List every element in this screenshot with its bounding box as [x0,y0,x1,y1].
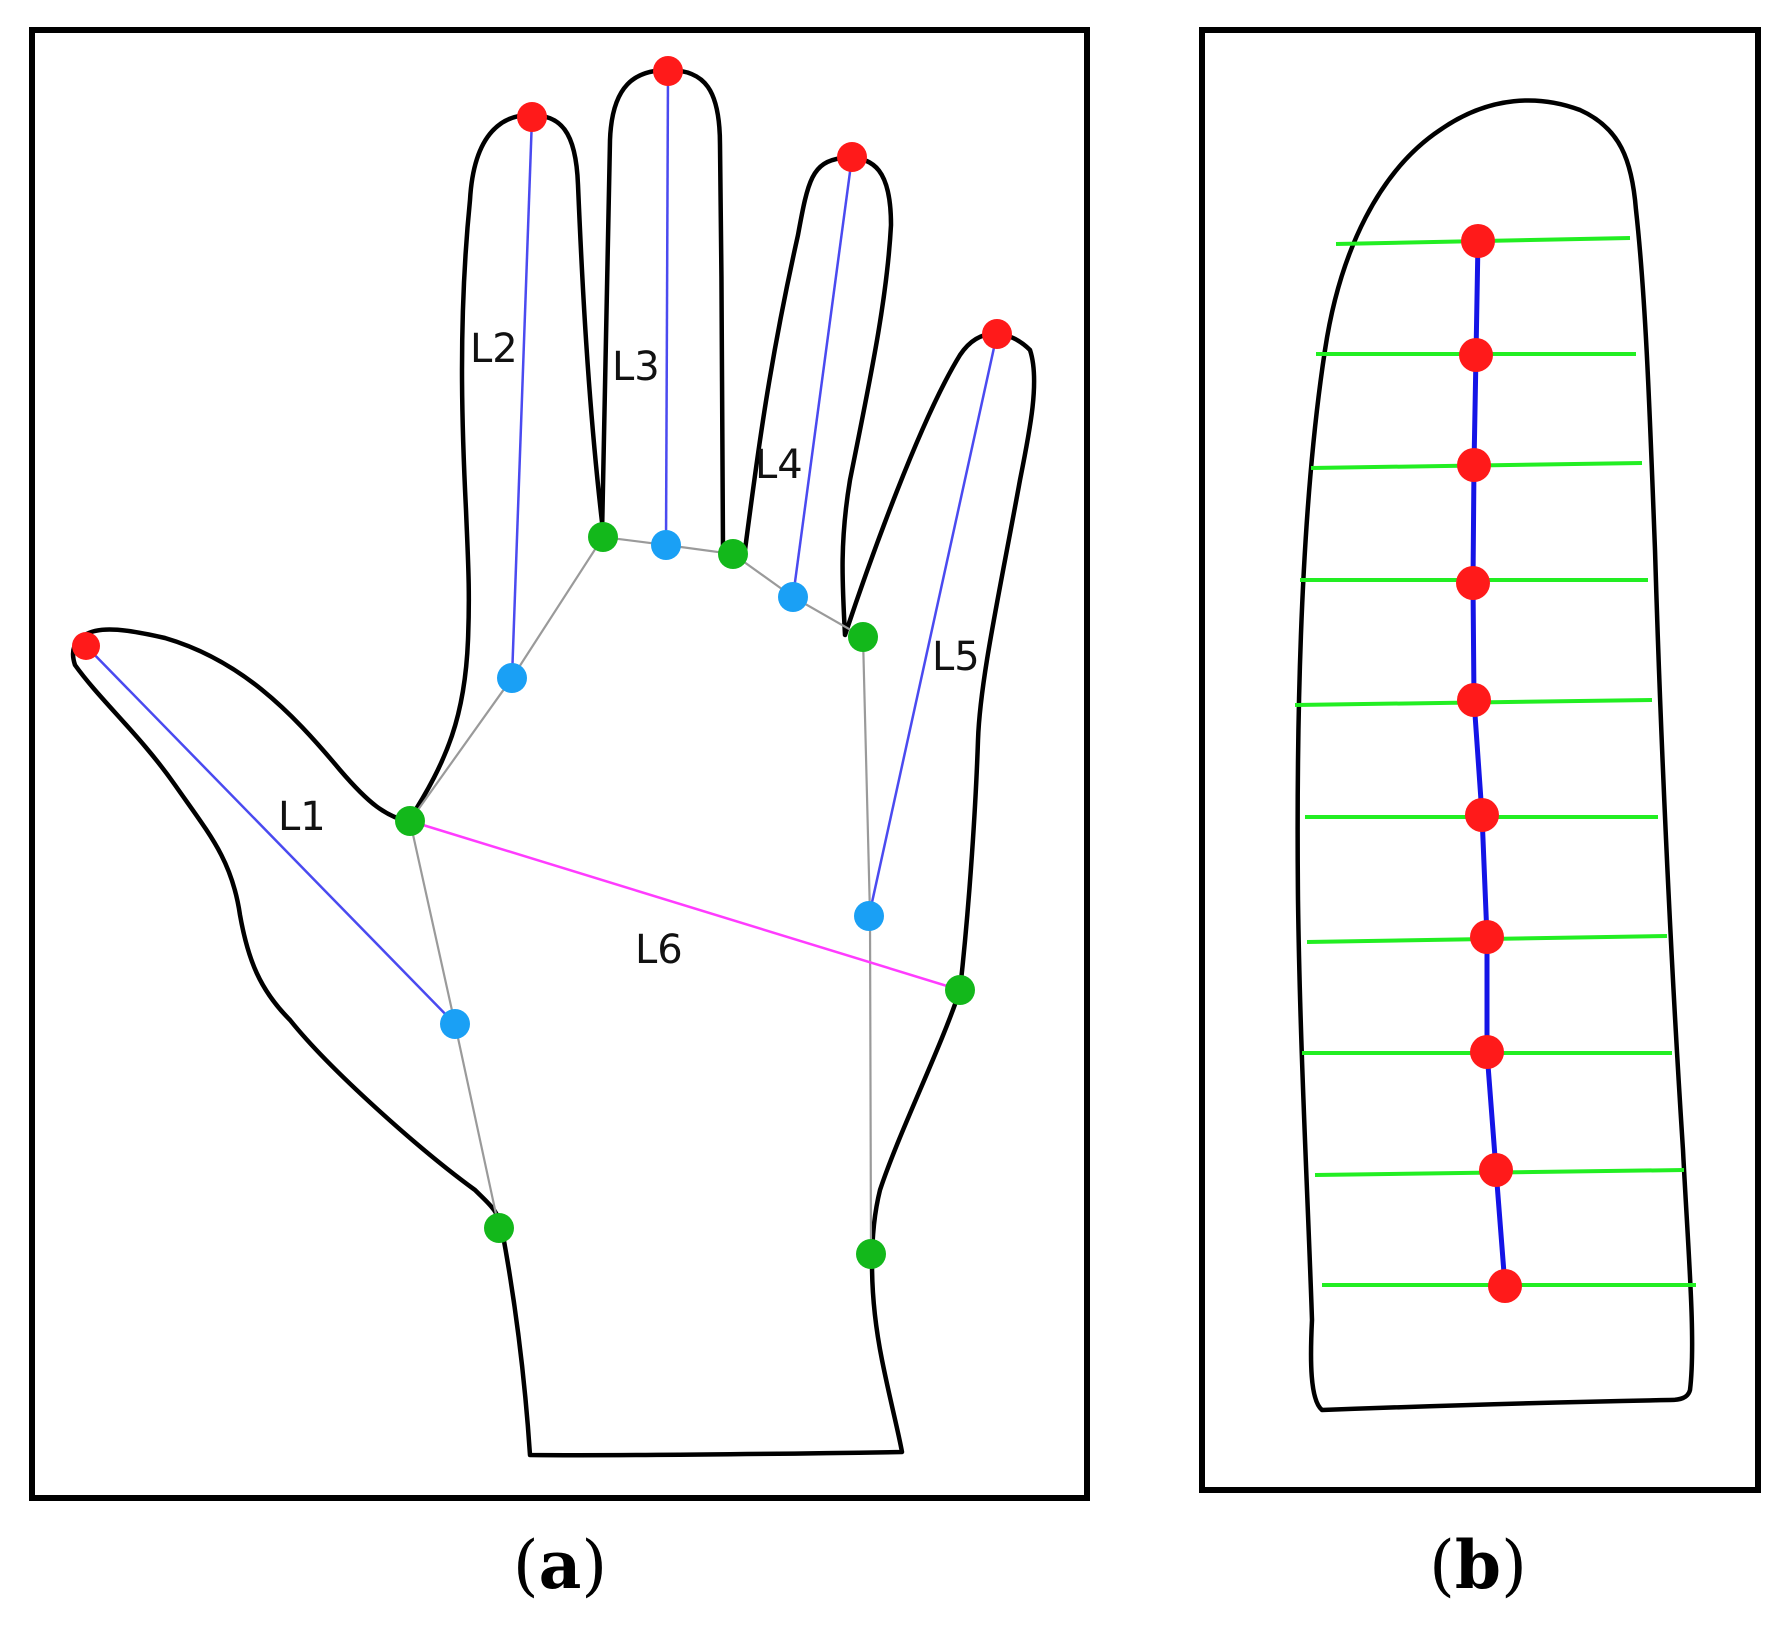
middle-length-line-l3 [664,70,670,546]
finger-width-lines [1294,236,1696,1287]
panel-a-caption: (a) [513,1526,607,1604]
middle-base-point [651,530,681,560]
finger-axis-point-10 [1488,1269,1522,1303]
finger-axis-point-3 [1457,448,1491,482]
thumb-base-point [440,1009,470,1039]
panel-a: L1 L2 L3 L4 L5 L6 (a) [29,27,1090,1604]
index-length-line-l2 [510,116,534,679]
panel-b-caption-close: ) [1501,1527,1527,1604]
thumb-tip-point [72,632,100,660]
thumb-index-valley-point [395,806,425,836]
label-l1: L1 [278,794,326,840]
skeleton-lines [408,535,873,1255]
ring-tip-point [837,142,867,172]
little-tip-point [982,319,1012,349]
middle-tip-point [653,56,683,86]
finger-axis-point-4 [1456,566,1490,600]
ring-little-valley-point [848,622,878,652]
index-middle-valley-point [588,522,618,552]
pinky-side-palm-line [861,636,873,1255]
label-l4: L4 [755,442,803,488]
little-length-line-l5 [867,333,999,917]
finger-axis-point-8 [1470,1035,1504,1069]
palm-width-line-l6 [409,819,961,992]
finger-axis-line [1470,240,1508,1287]
finger-base-points [440,530,884,1039]
fingertip-points [72,56,1012,660]
valley-points [395,522,975,1269]
hand-outline [70,67,1037,1458]
little-base-point [854,901,884,931]
panel-a-caption-open: ( [513,1527,539,1604]
panel-b-caption: (b) [1429,1526,1527,1604]
finger-outline [1295,98,1695,1413]
ring-length-line-l4 [791,156,854,598]
wrist-right-point [856,1239,886,1269]
panel-a-caption-letter: a [539,1526,582,1604]
panel-a-caption-close: ) [581,1527,607,1604]
panel-a-frame [29,27,1090,1501]
index-base-point [497,663,527,693]
label-l5: L5 [932,634,980,680]
finger-axis-point-1 [1461,224,1495,258]
panel-b-frame [1199,27,1761,1493]
palm-edge-point [945,975,975,1005]
finger-axis-point-5 [1457,683,1491,717]
label-l3: L3 [612,344,660,390]
finger-length-lines [85,70,999,1025]
index-tip-point [517,102,547,132]
finger-axis-point-6 [1465,798,1499,832]
finger-axis-point-7 [1470,920,1504,954]
finger-axis-point-9 [1479,1153,1513,1187]
middle-ring-valley-point [718,539,748,569]
label-l6: L6 [635,927,683,973]
measurement-labels: L1 L2 L3 L4 L5 L6 [278,326,980,973]
thumb-length-line-l1 [85,645,456,1025]
panel-b-caption-letter: b [1455,1526,1501,1604]
ring-base-point [778,582,808,612]
panel-b: (b) [1199,27,1761,1604]
finger-axis-points [1456,224,1522,1303]
panel-b-caption-open: ( [1429,1527,1455,1604]
wrist-left-point [484,1213,514,1243]
label-l2: L2 [470,326,518,372]
finger-axis-point-2 [1459,338,1493,372]
